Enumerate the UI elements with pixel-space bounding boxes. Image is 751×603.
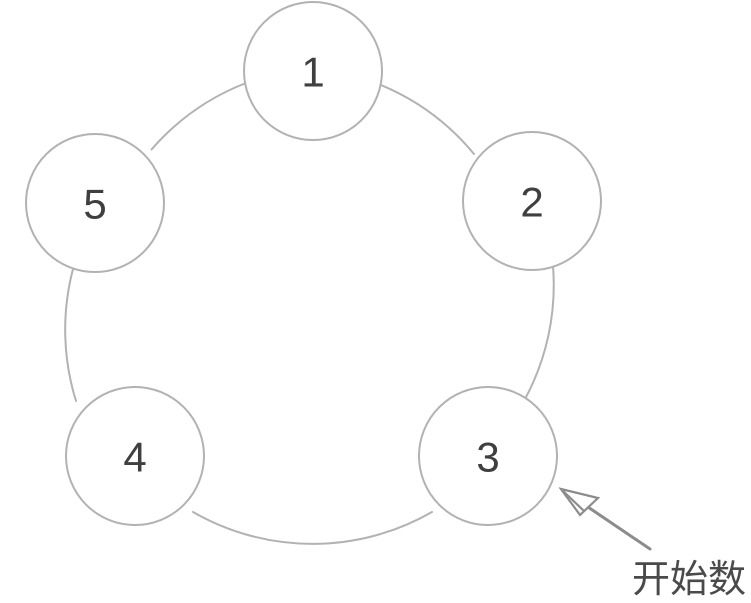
edge-2-to-3	[524, 265, 555, 400]
node-3-circle[interactable]	[418, 386, 558, 526]
node-4[interactable]: 4	[65, 386, 205, 526]
node-3-label: 3	[476, 434, 499, 481]
annotation-arrow-shaft	[580, 501, 652, 551]
arrow-head-fold-line	[560, 488, 585, 512]
node-3[interactable]: 3	[418, 386, 558, 526]
edge-group	[64, 82, 555, 545]
node-1-label: 1	[301, 49, 324, 96]
annotation-label: 开始数	[632, 557, 746, 601]
node-2[interactable]: 2	[462, 131, 602, 271]
node-4-label: 4	[123, 434, 146, 481]
start-annotation	[558, 487, 652, 551]
edge-3-to-4	[192, 511, 433, 545]
node-2-circle[interactable]	[462, 131, 602, 271]
edge-1-to-2	[380, 84, 475, 155]
edge-5-to-1	[150, 82, 247, 151]
node-4-circle[interactable]	[65, 386, 205, 526]
node-5-label: 5	[83, 181, 106, 228]
arrow-head-icon	[558, 487, 601, 517]
node-1[interactable]: 1	[243, 1, 383, 141]
node-group: 1 2 3 4 5	[25, 1, 602, 526]
node-1-circle[interactable]	[243, 1, 383, 141]
node-5-circle[interactable]	[25, 133, 165, 273]
node-5[interactable]: 5	[25, 133, 165, 273]
node-2-label: 2	[520, 179, 543, 226]
edge-4-to-5	[64, 268, 77, 402]
